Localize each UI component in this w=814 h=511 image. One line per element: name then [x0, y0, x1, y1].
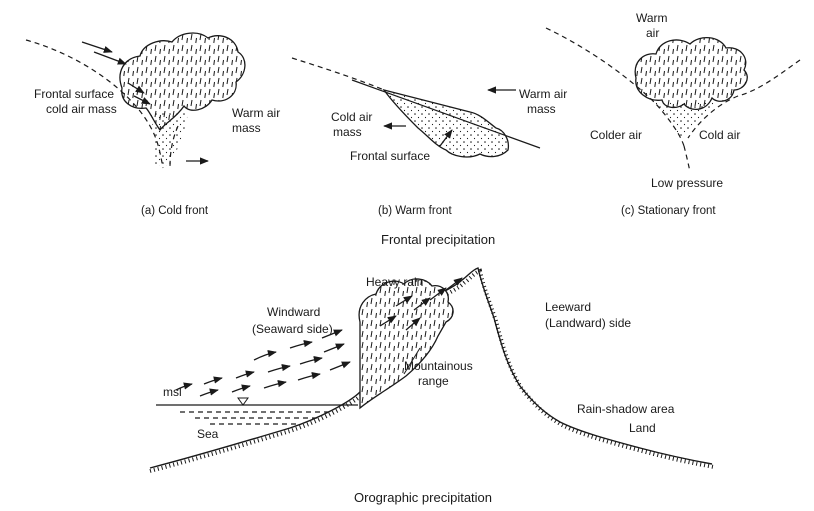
- orographic-cloud-rain: [359, 279, 453, 408]
- label-msl: msl: [163, 385, 182, 399]
- warm-front-label-cold-air: Cold air: [331, 110, 372, 124]
- label-heavy-rain: Heavy rain: [366, 275, 423, 289]
- label-sea: Sea: [197, 427, 219, 441]
- wind-arrow: [232, 386, 250, 392]
- cold-front-label-cold-air-mass: cold air mass: [46, 102, 117, 116]
- stationary-front-stem: [684, 146, 690, 172]
- stationary-front-label-cold-air: Cold air: [699, 128, 740, 142]
- stationary-front-label-colder-air: Colder air: [590, 128, 642, 142]
- label-rain-shadow-area: Rain-shadow area: [577, 402, 675, 416]
- warm-front-label-warm-air: Warm air: [519, 87, 567, 101]
- stationary-front-label-air: air: [646, 26, 659, 40]
- wind-arrow: [298, 374, 320, 380]
- warm-front-caption: (b) Warm front: [378, 205, 452, 217]
- wind-arrow: [324, 344, 344, 352]
- wind-arrow: [204, 378, 222, 384]
- cold-front-funnel: [150, 112, 188, 166]
- wind-arrow: [300, 358, 322, 364]
- stationary-front-caption: (c) Stationary front: [621, 205, 716, 217]
- label-leeward: Leeward: [545, 300, 591, 314]
- cold-front-arrow-2: [94, 52, 126, 64]
- orographic-precipitation-caption: Orographic precipitation: [354, 490, 492, 505]
- warm-front-panel: Warm air mass Cold air mass Frontal surf…: [292, 58, 567, 217]
- stationary-front-label-low-pressure: Low pressure: [651, 176, 723, 190]
- warm-front-upper-surface: [292, 58, 384, 90]
- warm-front-label-cold-mass: mass: [333, 125, 362, 139]
- warm-front-label-warm-mass: mass: [527, 102, 556, 116]
- orographic-panel: Heavy rain Windward (Seaward side) msl S…: [150, 268, 714, 471]
- cold-front-label-warm-air: Warm air: [232, 106, 280, 120]
- stationary-front-cloud-rain: [635, 38, 747, 110]
- label-range: range: [418, 374, 449, 388]
- cold-front-arrow-1: [82, 42, 112, 52]
- label-land: Land: [629, 421, 656, 435]
- cold-front-label-frontal-surface: Frontal surface: [34, 87, 114, 101]
- wind-arrow: [290, 342, 312, 348]
- cold-front-label-mass: mass: [232, 121, 261, 135]
- cold-front-panel: Frontal surface cold air mass Warm air m…: [26, 33, 280, 217]
- stationary-front-label-warm: Warm: [636, 11, 668, 25]
- wind-arrow: [200, 390, 218, 396]
- warm-front-label-frontal-surface: Frontal surface: [350, 149, 430, 163]
- cold-front-caption: (a) Cold front: [141, 205, 209, 217]
- label-landward-side: (Landward) side: [545, 316, 631, 330]
- wind-arrow: [236, 372, 254, 378]
- stationary-front-panel: Warm air Colder air Cold air Low pressur…: [546, 11, 800, 217]
- warm-front-cloud-dots: [384, 90, 508, 157]
- label-mountainous: Mountainous: [404, 359, 473, 373]
- water-level-marker: [238, 398, 248, 405]
- frontal-precipitation-heading: Frontal precipitation: [381, 232, 495, 247]
- wind-arrow: [264, 382, 286, 388]
- label-seaward-side: (Seaward side): [252, 322, 333, 336]
- label-windward: Windward: [267, 305, 320, 319]
- wind-arrow: [268, 366, 290, 372]
- wind-arrow: [254, 352, 276, 360]
- wind-arrow: [330, 362, 350, 370]
